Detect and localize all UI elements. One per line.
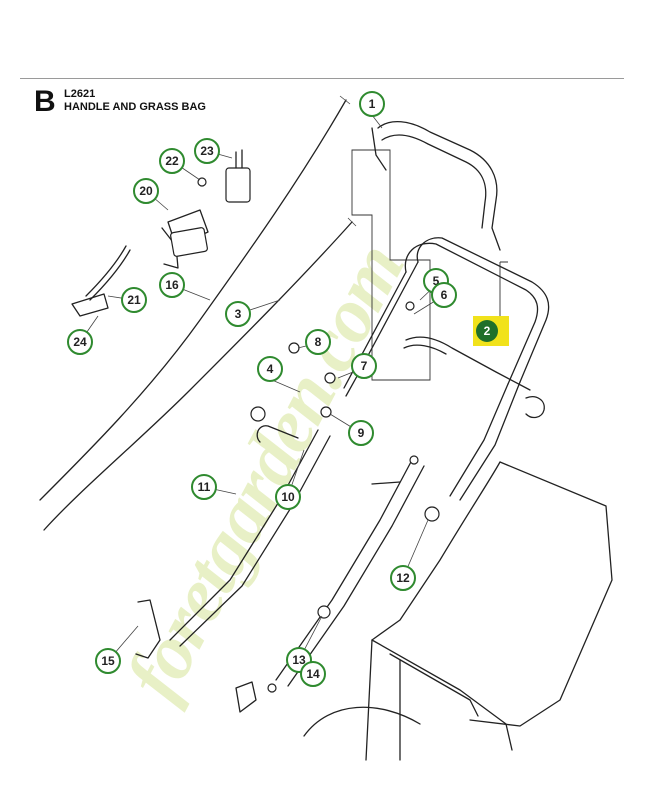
callout-24[interactable]: 24: [67, 329, 93, 355]
callout-13-label: 13: [292, 653, 306, 667]
callout-8-label: 8: [315, 335, 322, 349]
callout-6[interactable]: 6: [431, 282, 457, 308]
callout-16-label: 16: [165, 278, 179, 292]
callout-5-label: 5: [433, 274, 440, 288]
callout-12-label: 12: [396, 571, 410, 585]
upper-grip-bar: [371, 121, 501, 251]
callout-21-label: 21: [127, 293, 141, 307]
callout-3[interactable]: 3: [225, 301, 251, 327]
callout-24-label: 24: [73, 335, 87, 349]
callout-14[interactable]: 14: [300, 661, 326, 687]
callout-8[interactable]: 8: [305, 329, 331, 355]
callout-9-label: 9: [358, 426, 365, 440]
section-title: HANDLE AND GRASS BAG: [64, 101, 206, 113]
hardware-pieces: [197, 177, 440, 693]
callout-11-label: 11: [198, 480, 211, 494]
callout-7-label: 7: [361, 359, 368, 373]
callout-22[interactable]: 22: [159, 148, 185, 174]
callout-10[interactable]: 10: [275, 484, 301, 510]
callout-23-label: 23: [200, 144, 214, 158]
callout-7[interactable]: 7: [351, 353, 377, 379]
callout-20-label: 20: [139, 184, 153, 198]
lower-handle-right: [235, 459, 425, 713]
callout-15-label: 15: [101, 654, 115, 668]
ignition-parts: [71, 149, 251, 317]
callout-23[interactable]: 23: [194, 138, 220, 164]
callout-2-label: 2: [484, 324, 491, 338]
callout-20[interactable]: 20: [133, 178, 159, 204]
grass-bag: [303, 461, 613, 761]
callout-2-highlighted[interactable]: 2: [473, 316, 509, 346]
callout-12[interactable]: 12: [390, 565, 416, 591]
callout-21[interactable]: 21: [121, 287, 147, 313]
callout-22-label: 22: [165, 154, 179, 168]
callout-6-label: 6: [441, 288, 448, 302]
callout-11[interactable]: 11: [191, 474, 217, 500]
callout-14-label: 14: [306, 667, 320, 681]
callout-4[interactable]: 4: [257, 356, 283, 382]
upper-handle: [343, 237, 550, 501]
callout-1[interactable]: 1: [359, 91, 385, 117]
callout-10-label: 10: [281, 490, 295, 504]
callout-4-label: 4: [267, 362, 274, 376]
callout-15[interactable]: 15: [95, 648, 121, 674]
header-divider: [20, 78, 624, 79]
callout-9[interactable]: 9: [348, 420, 374, 446]
control-cables: [39, 95, 357, 531]
callout-1-label: 1: [369, 97, 376, 111]
callout-16[interactable]: 16: [159, 272, 185, 298]
assembly-outline: [351, 149, 431, 381]
section-letter: B: [34, 85, 56, 118]
callout-3-label: 3: [235, 307, 242, 321]
section-code: L2621: [64, 88, 96, 100]
